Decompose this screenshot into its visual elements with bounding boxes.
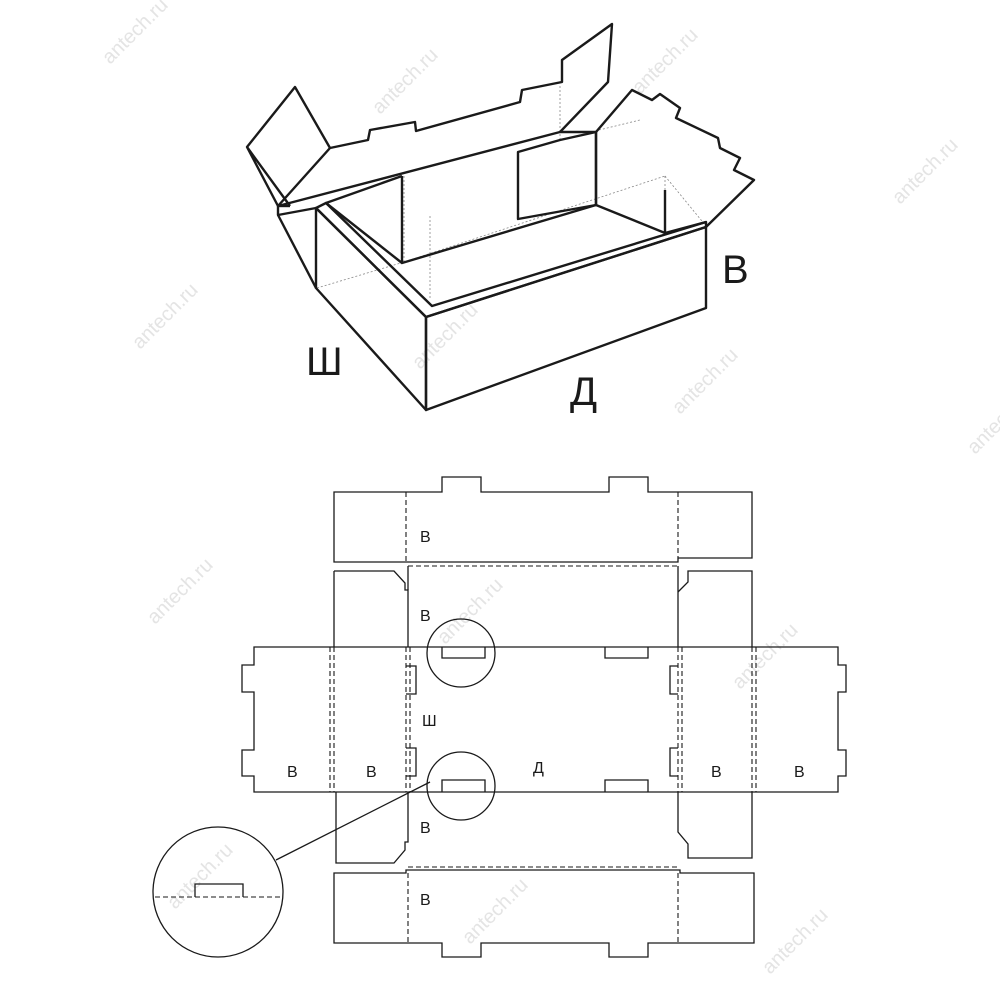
top-inner-flap-edges (333, 566, 679, 647)
length-label: Д (570, 370, 597, 414)
top-inner-flap (334, 570, 753, 647)
panel-label-top-inner: В (420, 608, 431, 625)
top-outer-flap (333, 476, 753, 563)
box-right-end-flap (595, 88, 756, 228)
bottom-inner-flap (335, 792, 753, 864)
fold-line (405, 492, 679, 562)
box-lid-long (277, 22, 614, 207)
detail-circle-top (426, 618, 496, 688)
watermark: antech.ru (458, 874, 533, 949)
watermark: antech.ru (98, 0, 173, 69)
fold-line (329, 647, 757, 792)
detail-zoom-circle (152, 826, 284, 958)
box-3d-view: Ш Д В (245, 22, 756, 414)
watermark: antech.ru (758, 904, 833, 979)
fold-line (407, 873, 679, 943)
height-label: В (722, 248, 749, 292)
watermark: antech.ru (128, 279, 203, 354)
box-inner-left-wall (325, 174, 404, 263)
panel-label-right-inner: В (711, 764, 722, 781)
watermarks: antech.ru antech.ru antech.ru antech.ru … (98, 0, 1000, 979)
watermark: antech.ru (143, 554, 218, 629)
panel-label-right-outer: В (794, 764, 805, 781)
watermark: antech.ru (163, 839, 238, 914)
box-back-inner-flap (516, 130, 598, 221)
watermark: antech.ru (963, 384, 1000, 459)
panel-label-bottom-outer: В (420, 892, 431, 909)
detail-tab (194, 883, 244, 897)
panel-label-left-inner: В (366, 764, 377, 781)
hidden-edges (316, 85, 707, 300)
panel-label-bottom-inner: В (420, 820, 431, 837)
detail-circle-bottom (426, 751, 496, 821)
detail-leader-line (275, 781, 431, 861)
watermark: antech.ru (368, 44, 443, 119)
bottom-outer-flap (333, 869, 755, 958)
panel-label-top-outer: В (420, 529, 431, 546)
watermark: antech.ru (668, 344, 743, 419)
fold-line (254, 646, 838, 793)
die-cut-layout: В В Ш Д В В В В В В (152, 476, 847, 958)
body-outline (241, 646, 847, 793)
panel-label-left-outer: В (287, 764, 298, 781)
locking-tabs (441, 647, 649, 792)
width-label: Ш (306, 340, 343, 384)
watermark: antech.ru (888, 134, 963, 209)
panel-label-length: Д (533, 760, 544, 777)
box-left-end-flap (245, 85, 332, 207)
box-wall-rim (314, 201, 708, 319)
watermark: antech.ru (628, 24, 703, 99)
box-inner-edges (325, 202, 707, 265)
locking-slots (406, 665, 678, 777)
box-left-corner (276, 214, 318, 289)
watermark: antech.ru (728, 619, 803, 694)
watermark: antech.ru (433, 574, 508, 649)
panel-label-width: Ш (422, 713, 437, 730)
